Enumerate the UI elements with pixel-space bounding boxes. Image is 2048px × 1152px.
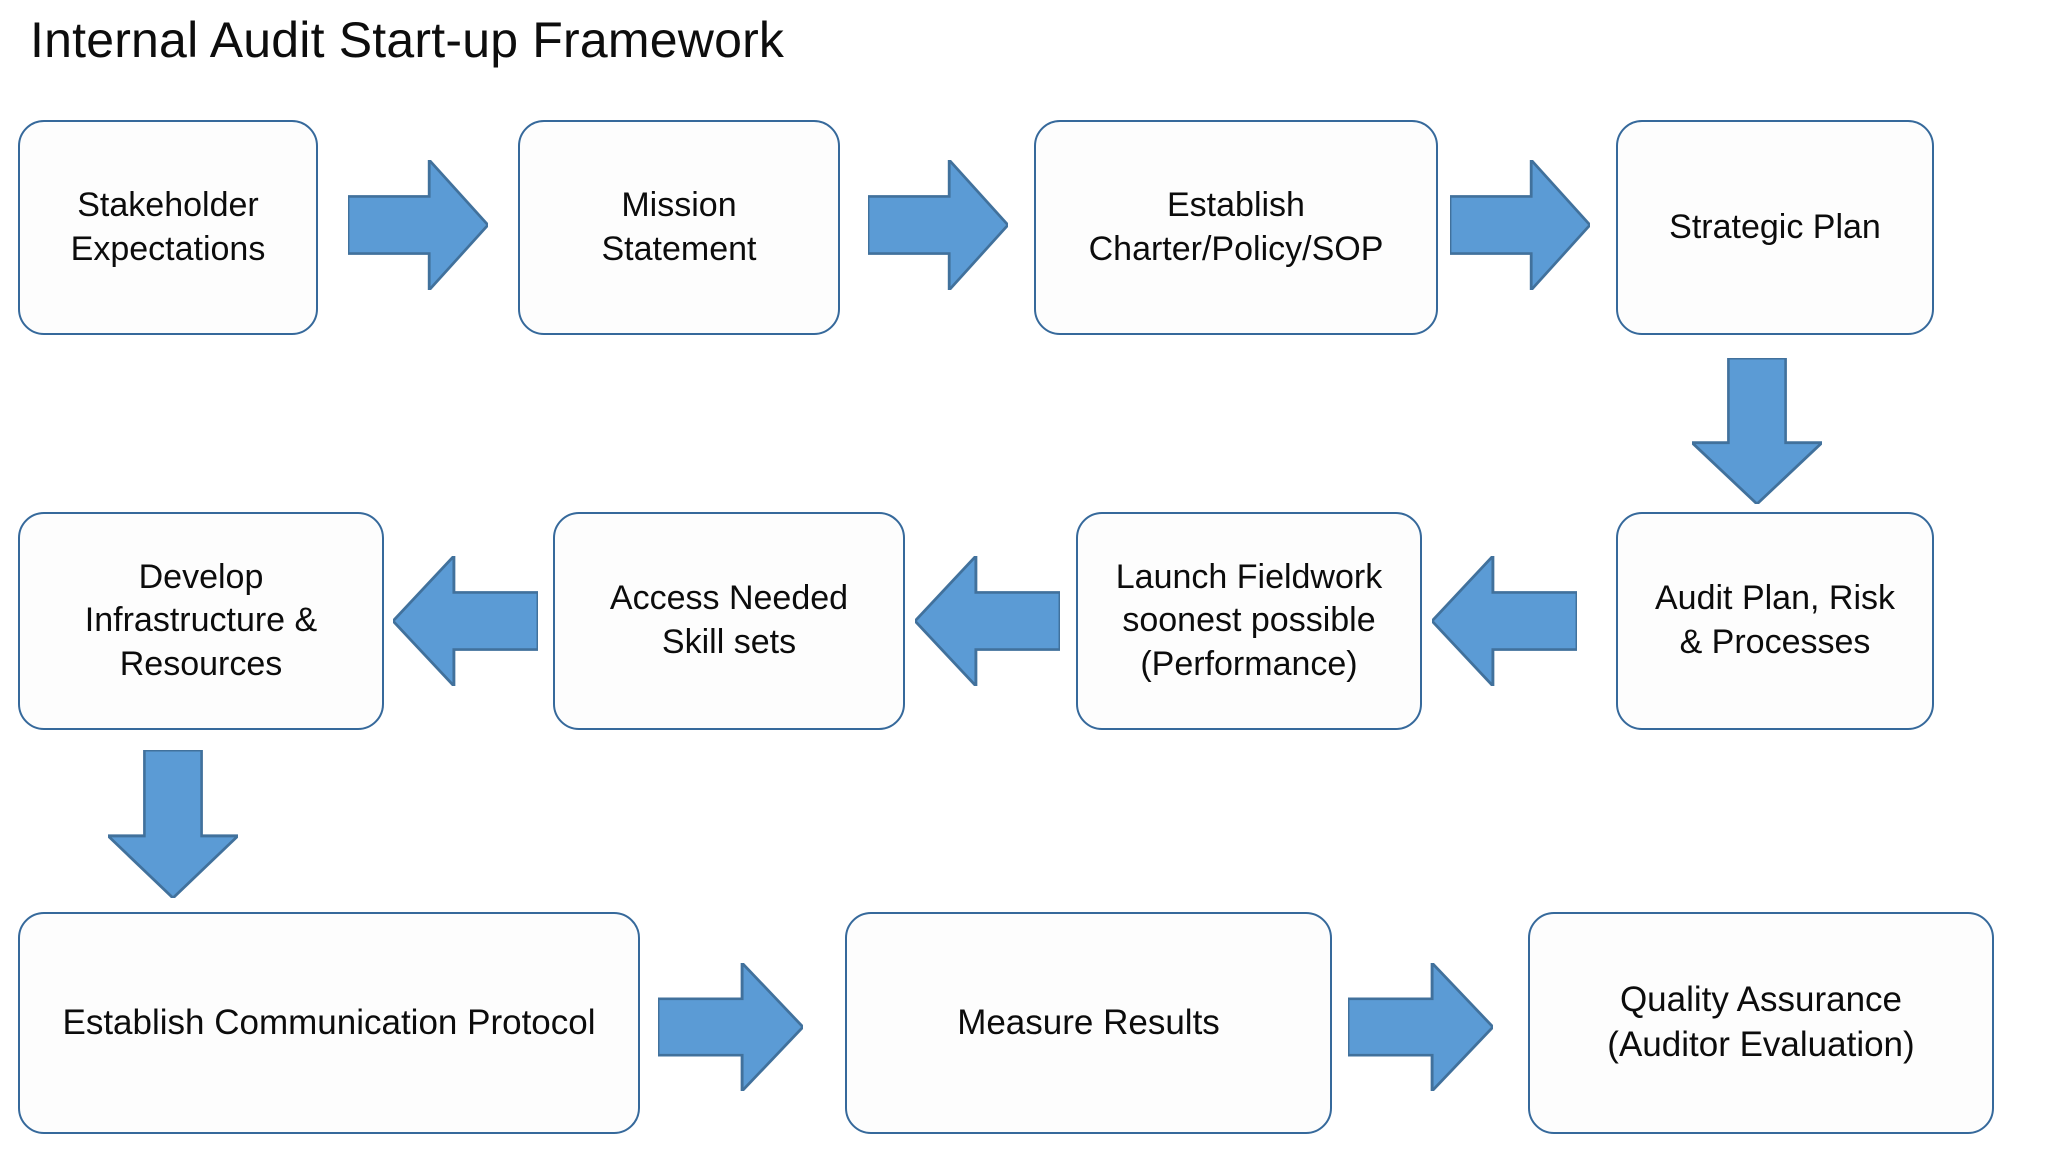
flow-node-label: Establish Communication Protocol: [62, 1002, 596, 1042]
flow-node-label: Quality Assurance (Auditor Evaluation): [1607, 980, 1915, 1064]
arrow-right-icon-5: [1348, 963, 1493, 1091]
flow-node-measure-results[interactable]: Measure Results: [845, 912, 1332, 1134]
arrow-down-icon-1: [1692, 358, 1822, 504]
arrow-left-icon-3: [1432, 556, 1577, 686]
flow-node-establish-communication-protocol[interactable]: Establish Communication Protocol: [18, 912, 640, 1134]
arrow-left-icon-1: [393, 556, 538, 686]
flow-node-label: Launch Fieldwork soonest possible (Perfo…: [1115, 557, 1383, 683]
flow-node-develop-infrastructure[interactable]: Develop Infrastructure & Resources: [18, 512, 384, 730]
flow-node-launch-fieldwork[interactable]: Launch Fieldwork soonest possible (Perfo…: [1076, 512, 1422, 730]
flow-node-access-needed-skill-sets[interactable]: Access Needed Skill sets: [553, 512, 905, 730]
arrow-left-icon-2: [915, 556, 1060, 686]
arrow-right-icon-3: [1450, 160, 1590, 290]
flow-node-strategic-plan[interactable]: Strategic Plan: [1616, 120, 1934, 335]
flow-node-label: Mission Statement: [601, 185, 757, 268]
flow-node-label: Audit Plan, Risk & Processes: [1655, 579, 1895, 661]
flow-node-establish-charter[interactable]: Establish Charter/Policy/SOP: [1034, 120, 1438, 335]
flow-node-label: Establish Charter/Policy/SOP: [1088, 185, 1384, 268]
arrow-right-icon-4: [658, 963, 803, 1091]
flow-node-label: Strategic Plan: [1669, 207, 1881, 246]
flow-node-audit-plan-risk-processes[interactable]: Audit Plan, Risk & Processes: [1616, 512, 1934, 730]
flow-node-quality-assurance[interactable]: Quality Assurance (Auditor Evaluation): [1528, 912, 1994, 1134]
page-title: Internal Audit Start-up Framework: [30, 12, 785, 68]
flow-node-label: Access Needed Skill sets: [609, 579, 849, 661]
flow-node-label: Develop Infrastructure & Resources: [84, 557, 318, 683]
flow-node-label: Measure Results: [957, 1002, 1220, 1042]
flow-node-label: Stakeholder Expectations: [70, 185, 266, 268]
arrow-right-icon-1: [348, 160, 488, 290]
flow-node-mission-statement[interactable]: Mission Statement: [518, 120, 840, 335]
flow-node-stakeholder-expectations[interactable]: Stakeholder Expectations: [18, 120, 318, 335]
arrow-right-icon-2: [868, 160, 1008, 290]
arrow-down-icon-2: [108, 750, 238, 898]
